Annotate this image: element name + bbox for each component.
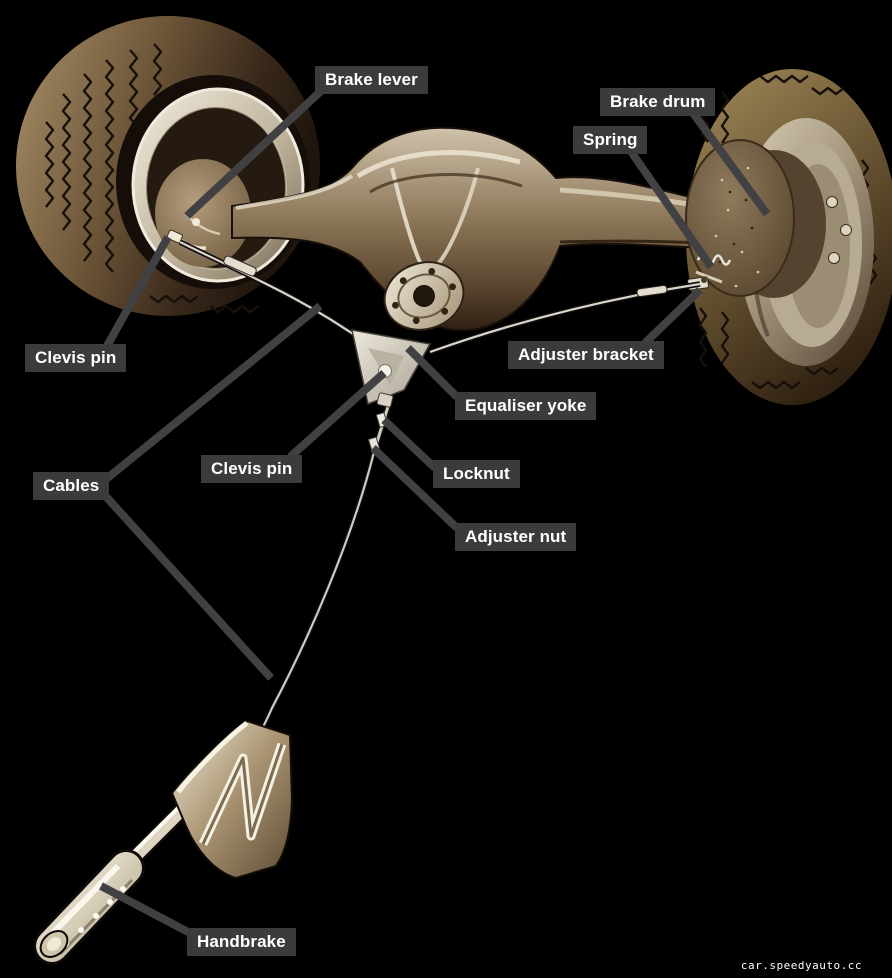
pinion-flange [383, 261, 465, 331]
leader-cables-lower [97, 487, 274, 681]
label-equaliser-yoke: Equaliser yoke [455, 392, 597, 420]
leader-cables-upper [97, 302, 323, 488]
leader-clevis-pin-left [103, 235, 172, 348]
left-wheel [16, 16, 320, 316]
label-cables: Cables [33, 472, 110, 500]
label-brake-lever: Brake lever [315, 66, 428, 94]
label-adjuster-bracket: Adjuster bracket [508, 341, 664, 369]
label-handbrake: Handbrake [187, 928, 296, 956]
handbrake-bracket [170, 719, 294, 880]
label-clevis-pin-left: Clevis pin [25, 344, 127, 372]
leader-handbrake [99, 882, 192, 937]
leader-lines [97, 87, 771, 937]
label-clevis-pin-center: Clevis pin [201, 455, 303, 483]
leader-equaliser-yoke [405, 345, 460, 400]
label-adjuster-nut: Adjuster nut [455, 523, 577, 551]
watermark: car.speedyauto.cc [740, 959, 862, 972]
leader-adjuster-nut [370, 445, 460, 531]
handbrake-lever [33, 719, 294, 965]
label-locknut: Locknut [433, 460, 520, 488]
leader-brake-lever [184, 87, 325, 219]
wheel-studs [826, 196, 852, 264]
label-brake-drum: Brake drum [600, 88, 716, 116]
leader-clevis-pin-center [287, 370, 387, 460]
label-spring: Spring [573, 126, 648, 154]
leader-adjuster-bracket [642, 287, 703, 346]
right-tire-tread [698, 74, 878, 390]
leader-spring [626, 147, 715, 270]
leader-locknut [381, 417, 438, 471]
leader-brake-drum [689, 110, 771, 217]
